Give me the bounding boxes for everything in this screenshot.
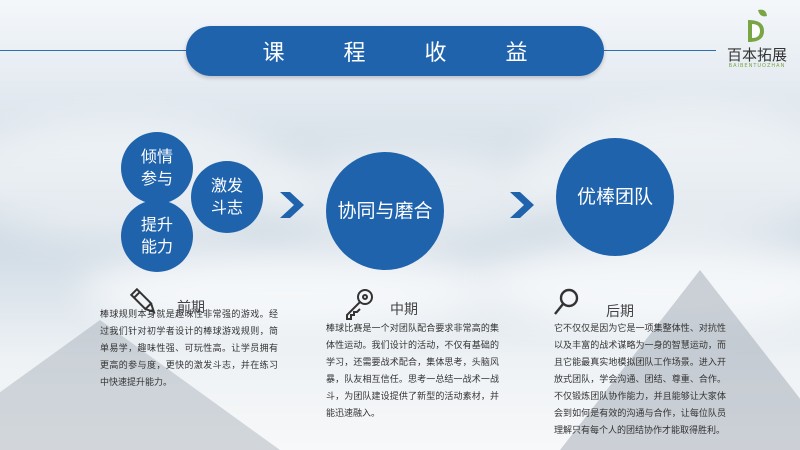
key-icon [346, 289, 373, 320]
title-line-right [604, 50, 716, 51]
circle-motivate: 激发斗志 [191, 161, 263, 233]
circle-cooperation: 协同与磨合 [326, 152, 444, 270]
phase-late-text: 它不仅仅是因为它是一项集整体性、对抗性以及丰富的战术谋略为一身的智慧运动，而且它… [554, 324, 726, 436]
circle-cooperation-label: 协同与磨合 [337, 200, 433, 222]
title-bar: 课 程 收 益 [186, 26, 604, 76]
logo-subtitle: BAIBENTUOZHAN [728, 63, 786, 69]
logo-mark-icon [748, 9, 767, 42]
page-title: 课 程 收 益 [262, 41, 554, 66]
search-icon [554, 288, 579, 315]
title-line-left [0, 50, 186, 51]
pencil-icon [129, 287, 156, 314]
logo: 百本拓展 BAIBENTUOZHAN [720, 6, 794, 70]
circle-motivate-label: 激发斗志 [210, 176, 243, 217]
phase-middle-text: 棒球比赛是一个对团队配合要求非常高的集体性运动。我们设计的活动，不仅有基础的学习… [326, 324, 499, 419]
chevron-right-icon [510, 192, 534, 218]
circle-engage: 倾情参与 [121, 132, 193, 204]
circle-improve-label: 提升能力 [140, 215, 173, 256]
circle-engage-label: 倾情参与 [140, 147, 173, 188]
phase-middle-label: 中期 [390, 302, 418, 318]
chevron-right-icon [280, 192, 304, 218]
circle-improve: 提升能力 [121, 200, 193, 272]
phase-late-label: 后期 [606, 304, 634, 320]
phase-early-text: 棒球规则本身就是趣味性非常强的游戏。经过我们针对初学者设计的棒球游戏规则，简单易… [100, 310, 278, 388]
logo-name: 百本拓展 [726, 46, 787, 64]
circle-team-label: 优棒团队 [576, 186, 653, 208]
circle-team: 优棒团队 [556, 138, 674, 256]
phase-early-label: 前期 [177, 300, 205, 316]
